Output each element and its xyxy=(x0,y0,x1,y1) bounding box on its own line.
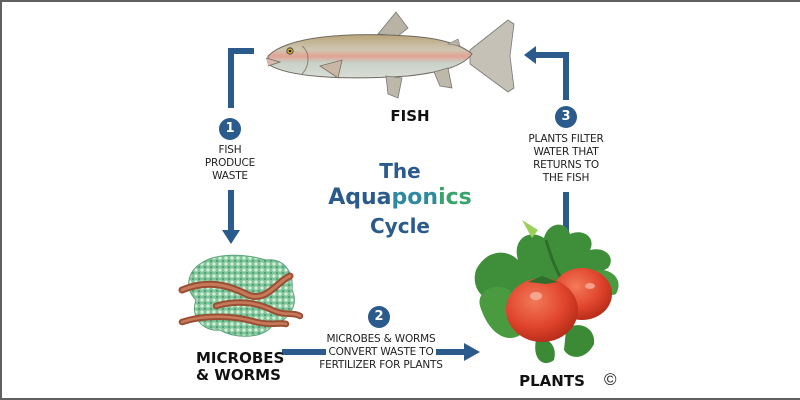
step-1-text: FISH PRODUCE WASTE xyxy=(204,144,256,182)
fish-icon xyxy=(265,11,515,99)
arrow-plants-to-fish xyxy=(524,46,569,238)
step-3-text: PLANTS FILTER WATER THAT RETURNS TO THE … xyxy=(528,133,604,184)
step-1-badge: 1 xyxy=(219,118,241,140)
step-2-text: MICROBES & WORMS CONVERT WASTE TO FERTIL… xyxy=(319,333,443,371)
fish-label: FISH xyxy=(390,107,430,125)
arrow-fish-to-microbes xyxy=(222,48,254,244)
title-line-3: Cycle xyxy=(370,214,430,238)
title-line-1: The xyxy=(379,159,421,183)
step-2-badge: 2 xyxy=(368,306,390,328)
step-3-badge: 3 xyxy=(555,106,577,128)
tomato-plant-icon xyxy=(474,220,619,364)
title-line-2: Aquaponics xyxy=(328,185,472,210)
copyright-symbol: © xyxy=(604,370,617,389)
microbes-label: MICROBES & WORMS xyxy=(196,349,285,384)
arrow-microbes-to-plants xyxy=(282,343,480,361)
plants-label: PLANTS xyxy=(519,372,585,390)
microbes-worms-icon xyxy=(178,254,304,337)
diagram-title: The Aquaponics Cycle xyxy=(300,158,500,240)
